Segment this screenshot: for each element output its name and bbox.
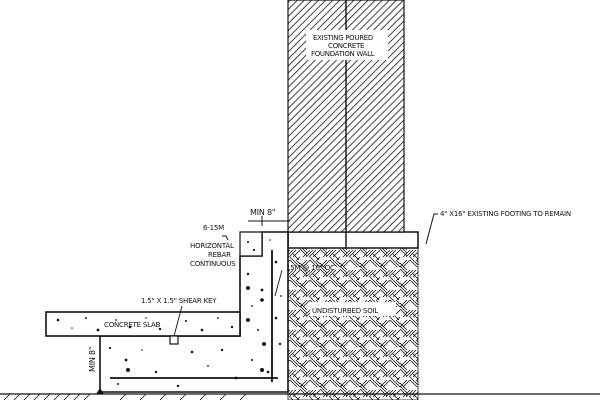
undisturbed-soil-label: UNDISTURBED SOIL: [312, 307, 378, 315]
shear-key: [169, 335, 179, 345]
soil-label-box: [310, 302, 396, 316]
concrete-slab: [45, 311, 241, 337]
horizontal-rebar-sections: [126, 286, 266, 372]
concrete-slab-label: CONCRETE SLAB: [104, 321, 161, 329]
min-side-arrow: [96, 388, 104, 394]
existing-footing-leader: [425, 213, 438, 245]
min-side-label: MIN 8": [88, 347, 97, 372]
wall-label-line3: FOUNDATION WALL: [311, 50, 375, 58]
existing-footing: [287, 231, 419, 249]
rebar-label-line1: 6-15M: [203, 224, 224, 232]
shear-key-leader: [173, 305, 183, 337]
vertical-rebar-label: 15M @ 16" OC: [286, 264, 335, 272]
shear-key-label: 1.5" X 1.5" SHEAR KEY: [141, 297, 217, 305]
rebar-label-line4: CONTINUOUS: [190, 260, 236, 268]
rebar-label-line3: REBAR: [208, 251, 231, 259]
existing-footing-label: 4" X16" EXISTING FOOTING TO REMAIN: [440, 210, 571, 218]
vertical-rebar-leader: [274, 269, 283, 297]
base-hatching: [3, 393, 247, 400]
wall-label-line2: CONCRETE: [328, 42, 364, 50]
min-top-label: MIN 8": [250, 208, 275, 217]
rebar-label-line2: HORIZONTAL: [190, 242, 234, 250]
underpin-top-wedge: [239, 231, 263, 257]
wall-label-box: [306, 30, 388, 60]
undisturbed-soil-region: [287, 247, 419, 400]
wall-label-line1: EXISTING POURED: [313, 34, 373, 42]
rebar-leader: [222, 235, 229, 241]
